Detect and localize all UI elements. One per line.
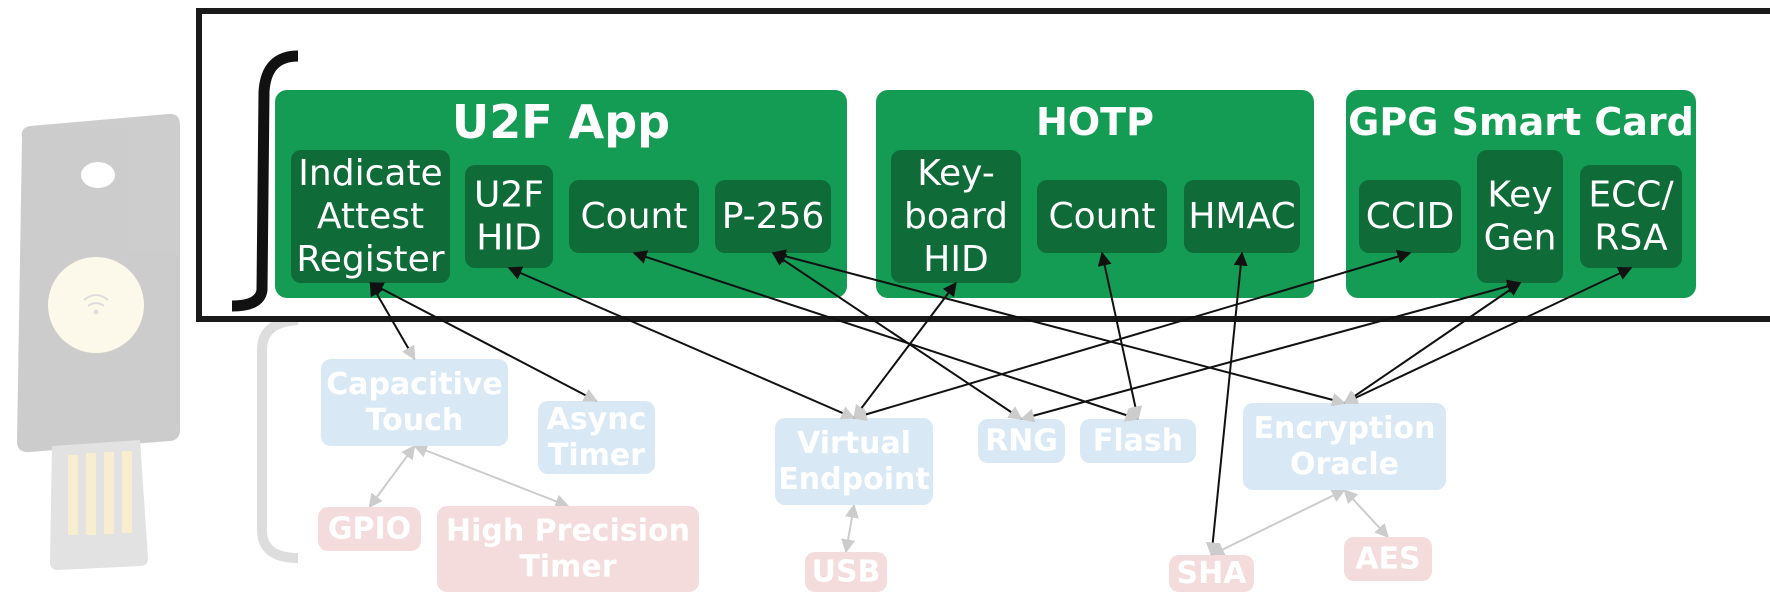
gpg-ecc-line: RSA	[1594, 218, 1668, 259]
u2f-count-box	[569, 180, 699, 253]
encryption-oracle-line: Oracle	[1290, 447, 1399, 482]
gpg-ecc-box	[1580, 165, 1682, 268]
aes-line: AES	[1355, 542, 1420, 577]
app-links	[369, 249, 1633, 557]
gpg-ccid-box	[1359, 180, 1461, 253]
aes-box	[1344, 537, 1432, 581]
u2f-app-title: U2F App	[452, 95, 670, 149]
encryption-oracle-line: Encryption	[1253, 411, 1435, 446]
u2f-count-component: Count	[569, 180, 699, 253]
u2f-p256-box	[715, 180, 831, 253]
rng-box	[978, 419, 1065, 463]
virtual-endpoint-line: Endpoint	[778, 462, 929, 497]
aes-hardware: AES	[1344, 537, 1432, 581]
sha-hardware: SHA	[1169, 555, 1254, 592]
link-gpg-ecc-to-encryption-oracle	[1343, 267, 1633, 404]
gpg-ccid-line: CCID	[1366, 196, 1455, 237]
apps-layer: U2F AppIndicateAttestRegisterU2FHIDCount…	[275, 90, 1696, 298]
gpg-keygen-box	[1477, 150, 1563, 283]
flash-service: Flash	[1080, 419, 1196, 463]
link-virtual-endpoint-to-usb	[841, 503, 859, 554]
faded-bracket	[257, 315, 299, 563]
gpio-hardware: GPIO	[318, 507, 421, 551]
hotp-keyboard-line: Key-	[917, 153, 995, 194]
gpg-ecc-line: ECC/	[1588, 174, 1674, 215]
gpg-ecc-component: ECC/RSA	[1580, 165, 1682, 268]
u2f-hid-box	[465, 165, 553, 268]
rng-service: RNG	[978, 419, 1065, 463]
async-timer-line: Timer	[548, 438, 645, 473]
cap-touch-line: Touch	[366, 403, 464, 438]
u2f-register-line: Register	[296, 239, 444, 280]
gpio-line: GPIO	[328, 512, 411, 547]
hotp-count-component: Count	[1037, 180, 1167, 253]
hp-timer-line: High Precision	[446, 514, 690, 549]
hp-timer-line: Timer	[519, 550, 616, 585]
encryption-oracle-box	[1243, 403, 1446, 490]
hotp-hmac-line: HMAC	[1188, 196, 1295, 237]
hotp-hmac-component: HMAC	[1184, 180, 1300, 253]
u2f-hid-line: HID	[476, 218, 541, 259]
u2f-p256-line: P-256	[722, 196, 825, 237]
virtual-endpoint-line: Virtual	[797, 426, 911, 461]
u2f-hid-line: U2F	[474, 174, 544, 215]
gpio-box	[318, 507, 421, 551]
usb-hardware: USB	[805, 552, 887, 592]
u2f-register-line: Attest	[317, 196, 424, 237]
hotp-count-box	[1037, 180, 1167, 253]
hp-timer-box	[437, 506, 699, 592]
gpg-keygen-line: Key	[1487, 174, 1552, 215]
gpg-ccid-component: CCID	[1359, 180, 1461, 253]
link-encryption-oracle-to-aes	[1343, 488, 1389, 539]
async-timer-line: Async	[547, 402, 647, 437]
virtual-endpoint-box	[775, 418, 933, 505]
usb-line: USB	[812, 555, 881, 590]
u2f-p256-component: P-256	[715, 180, 831, 253]
u2f-app: U2F AppIndicateAttestRegisterU2FHIDCount…	[275, 90, 847, 298]
flash-line: Flash	[1093, 424, 1183, 459]
flash-box	[1080, 419, 1196, 463]
gpg-app-title: GPG Smart Card	[1348, 100, 1694, 144]
hotp-count-line: Count	[1049, 196, 1156, 237]
link-encryption-oracle-to-sha	[1210, 489, 1346, 556]
apps-bracket	[231, 50, 299, 312]
sha-box	[1169, 555, 1254, 592]
u2f-register-line: Indicate	[298, 153, 442, 194]
link-cap-touch-to-hp-timer	[413, 444, 570, 508]
hotp-app-title: HOTP	[1036, 100, 1154, 144]
hotp-keyboard-line: board	[904, 196, 1008, 237]
rng-line: RNG	[985, 424, 1058, 459]
gpg-keygen-line: Gen	[1484, 218, 1557, 259]
security-key-icon	[17, 113, 180, 570]
usb-box	[805, 552, 887, 592]
link-cap-touch-to-gpio	[368, 444, 416, 509]
sha-line: SHA	[1177, 556, 1248, 591]
cap-touch-line: Capacitive	[326, 367, 503, 402]
u2f-register-box	[291, 150, 450, 283]
u2f-count-line: Count	[581, 196, 688, 237]
hotp-keyboard-line: HID	[923, 239, 988, 280]
hotp-hmac-box	[1184, 180, 1300, 253]
